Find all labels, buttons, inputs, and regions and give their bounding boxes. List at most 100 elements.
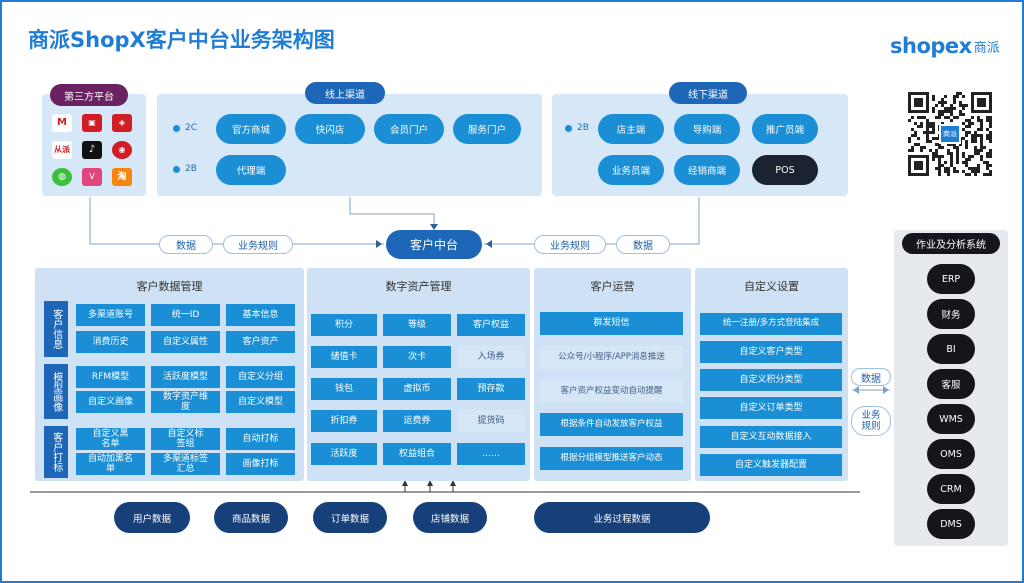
- system-crm: CRM: [927, 474, 975, 504]
- cell-custom-attributes: 自定义属性: [151, 331, 220, 353]
- cell-custom-group: 自定义分组: [226, 366, 295, 388]
- system-finance: 财务: [927, 299, 975, 329]
- vip-icon: V: [82, 168, 102, 186]
- taobao-icon: 淘: [112, 168, 132, 186]
- group-label-customer-tagging: 客户打标: [44, 426, 68, 478]
- op-bulk-sms: 群发短信: [540, 312, 683, 335]
- tag-dot-2b-online: [173, 166, 180, 173]
- asset-admission-ticket: 入场券: [457, 346, 525, 368]
- systems-title: 作业及分析系统: [902, 233, 1000, 254]
- cell-custom-model: 自定义模型: [226, 391, 295, 413]
- tiktok-icon: ♪: [82, 141, 102, 159]
- op-auto-issue-rights: 根据条件自动发放客户权益: [540, 413, 683, 436]
- page-title: 商派ShopX客户中台业务架构图: [28, 28, 335, 52]
- asset-level: 等级: [383, 314, 451, 336]
- system-customer-service: 客服: [927, 369, 975, 399]
- cell-profile-tagging: 画像打标: [226, 453, 295, 475]
- tag-dot-2b-offline: [565, 125, 572, 132]
- setting-points-type: 自定义积分类型: [700, 369, 842, 391]
- flow-label-rule-right: 业务规则: [534, 235, 606, 254]
- setting-trigger-config: 自定义触发器配置: [700, 454, 842, 476]
- system-wms: WMS: [927, 404, 975, 434]
- cell-activity-model: 活跃度模型: [151, 366, 220, 388]
- pdd-icon: ◉: [112, 141, 132, 159]
- shopex-logo: shopex 商派: [890, 34, 1000, 58]
- asset-times-card: 次卡: [383, 346, 451, 368]
- asset-shipping-coupon: 运费券: [383, 410, 451, 432]
- asset-activity: 活跃度: [311, 443, 377, 465]
- side-flow-data: 数据: [851, 368, 891, 386]
- logo-text-cn: 商派: [973, 40, 1000, 56]
- offline-channel-pos: POS: [752, 155, 818, 185]
- cell-multi-channel-account: 多渠道账号: [76, 304, 145, 326]
- setting-customer-type: 自定义客户类型: [700, 341, 842, 363]
- source-product-data: 商品数据: [214, 502, 288, 533]
- asset-customer-rights: 客户权益: [457, 314, 525, 336]
- cell-digital-asset-dimension: 数字资产维度: [151, 391, 220, 413]
- tmall-global-icon: ◈: [112, 114, 132, 132]
- online-channel-member-portal: 会员门户: [374, 114, 444, 144]
- flow-label-data-left: 数据: [159, 235, 213, 254]
- setting-unified-registration: 统一注册/多方式登陆集成: [700, 313, 842, 335]
- asset-virtual-coin: 虚拟币: [383, 378, 451, 400]
- cell-unified-id: 统一ID: [151, 304, 220, 326]
- tag-2c: 2C: [185, 123, 198, 133]
- asset-rights-bundle: 权益组合: [383, 443, 451, 465]
- qr-center-badge: 商派: [939, 124, 961, 144]
- asset-prepaid: 预存款: [457, 378, 525, 400]
- flow-label-data-right: 数据: [616, 235, 670, 254]
- cell-rfm-model: RFM模型: [76, 366, 145, 388]
- online-channel-service-portal: 服务门户: [453, 114, 521, 144]
- offline-channel-promoter: 推广员端: [752, 114, 818, 144]
- logo-text-en: shopex: [890, 34, 972, 58]
- custom-settings-title: 自定义设置: [744, 280, 799, 293]
- tag-dot-2c: [173, 125, 180, 132]
- asset-points: 积分: [311, 314, 377, 336]
- wechat-icon: ◍: [52, 168, 72, 186]
- asset-discount-coupon: 折扣券: [311, 410, 377, 432]
- tag-2b-offline: 2B: [577, 123, 589, 133]
- pinduoduo-icon: 从派: [52, 141, 72, 159]
- system-bi: BI: [927, 334, 975, 364]
- cell-purchase-history: 消费历史: [76, 331, 145, 353]
- cell-basic-info: 基本信息: [226, 304, 295, 326]
- offline-channel-guide: 导购端: [674, 114, 740, 144]
- side-flow-rule: 业务规则: [851, 406, 891, 436]
- op-message-push: 公众号/小程序/APP消息推送: [540, 346, 683, 369]
- customer-operations-panel: [534, 268, 691, 481]
- cell-custom-blacklist: 自定义黑名单: [76, 428, 145, 450]
- online-channel-official-mall: 官方商城: [216, 114, 286, 144]
- online-channel-agent: 代理端: [216, 155, 286, 185]
- cell-custom-profile: 自定义画像: [76, 391, 145, 413]
- setting-order-type: 自定义订单类型: [700, 397, 842, 419]
- group-label-customer-info: 客户信息: [44, 301, 68, 357]
- offline-channel-shopkeeper: 店主端: [598, 114, 664, 144]
- cell-multi-channel-tag-summary: 多渠道标签汇总: [151, 453, 220, 475]
- system-dms: DMS: [927, 509, 975, 539]
- asset-stored-value-card: 储值卡: [311, 346, 377, 368]
- third-party-label: 第三方平台: [50, 84, 128, 106]
- cell-auto-tagging: 自动打标: [226, 428, 295, 450]
- offline-channel-distributor: 经销商端: [674, 155, 740, 185]
- setting-interaction-data: 自定义互动数据接入: [700, 426, 842, 448]
- online-channel-popup-store: 快闪店: [295, 114, 365, 144]
- digital-assets-title: 数字资产管理: [385, 280, 452, 293]
- op-asset-change-reminder: 客户资产权益变动自动提醒: [540, 380, 683, 403]
- tmall-red-icon: ▣: [82, 114, 102, 132]
- offline-channels-title: 线下渠道: [669, 82, 747, 104]
- source-business-process-data: 业务过程数据: [534, 502, 710, 533]
- op-push-customer-updates: 根据分组模型推送客户动态: [540, 447, 683, 470]
- customer-data-title: 客户数据管理: [136, 280, 203, 293]
- cell-customer-assets: 客户资产: [226, 331, 295, 353]
- group-label-model-profile: 模型画像: [44, 364, 68, 419]
- system-erp: ERP: [927, 264, 975, 294]
- online-channels-title: 线上渠道: [305, 82, 385, 104]
- flow-label-rule-left: 业务规则: [223, 235, 293, 254]
- asset-wallet: 钱包: [311, 378, 377, 400]
- asset-pickup-code: 提货码: [457, 410, 525, 432]
- asset-more: ……: [457, 443, 525, 465]
- offline-channel-salesman: 业务员端: [598, 155, 664, 185]
- cell-auto-blacklist: 自动加黑名单: [76, 453, 145, 475]
- tag-2b-online: 2B: [185, 164, 197, 174]
